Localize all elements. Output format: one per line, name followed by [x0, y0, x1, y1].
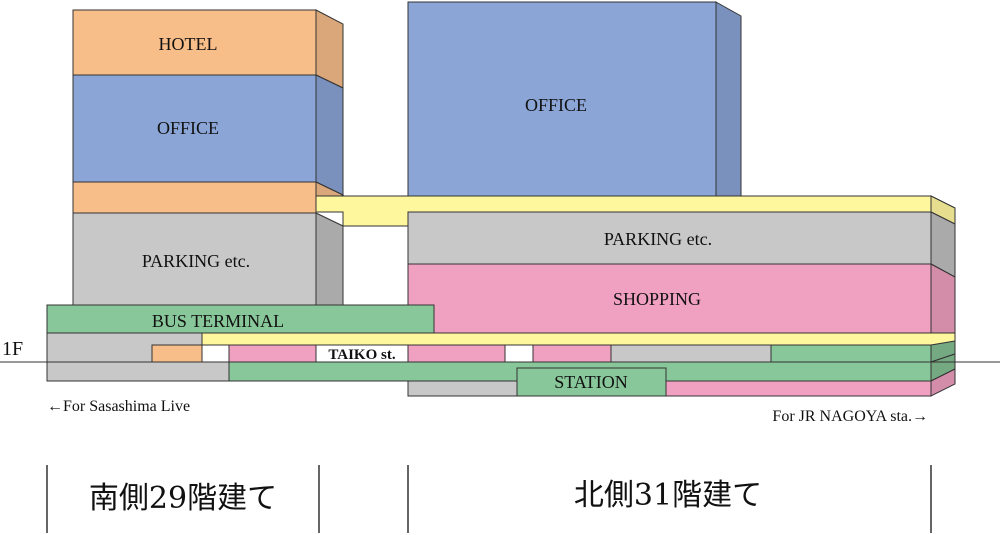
- office-north-side-face: [715, 1, 742, 197]
- office-south-side-face: [315, 74, 344, 196]
- north-tower: OFFICE: [407, 1, 742, 197]
- basement-left-grey: [46, 361, 230, 382]
- basement-grey-north: [407, 380, 518, 397]
- direction-right-label: For JR NAGOYA sta.→: [772, 408, 928, 425]
- bus-terminal: BUS TERMINAL: [46, 304, 435, 334]
- concourse-strip: [201, 332, 956, 346]
- ground-green-block: [770, 344, 932, 363]
- ground-white-gap-2: [504, 344, 534, 363]
- ground-pink-shop-1: [228, 344, 317, 363]
- taiko-st-label: TAIKO st.: [328, 347, 395, 363]
- ground-pink-shop-2: [407, 344, 506, 363]
- ground-level: TAIKO st. STATION: [46, 332, 956, 397]
- parking-north-block: [407, 211, 932, 265]
- ground-white-gap-1: [201, 344, 230, 363]
- office-north-label: OFFICE: [525, 95, 587, 115]
- basement-pink: [665, 380, 932, 397]
- floor-1f-label: 1F: [2, 338, 23, 360]
- ground-pink-shop-3: [532, 344, 612, 363]
- south-tower-caption: 南側29階建て: [89, 481, 277, 516]
- south-tower: HOTEL OFFICE PARKING etc.: [72, 9, 345, 306]
- parking-north-label: PARKING etc.: [604, 229, 712, 249]
- hotel-lower-block: [72, 181, 317, 214]
- station-label: STATION: [554, 372, 628, 392]
- bus-terminal-label: BUS TERMINAL: [152, 311, 284, 331]
- parking-south-label: PARKING etc.: [142, 251, 250, 271]
- shopping-label: SHOPPING: [613, 289, 701, 309]
- basement-pink-side: [930, 368, 956, 397]
- station-block: [516, 367, 667, 397]
- yellow-bridge: [315, 195, 956, 227]
- office-south-block: [72, 74, 317, 183]
- north-podium: PARKING etc. SHOPPING: [407, 211, 956, 334]
- ground-grey-block: [610, 344, 772, 363]
- shopping-block: [407, 263, 932, 334]
- office-north-block: [407, 1, 717, 197]
- hotel-block: [72, 9, 317, 76]
- parking-south-block: [72, 212, 317, 306]
- parking-south-side-face: [315, 212, 344, 306]
- hotel-side-face: [315, 9, 344, 89]
- hotel-label: HOTEL: [159, 34, 218, 54]
- bus-terminal-block: [46, 304, 435, 334]
- north-tower-caption: 北側31階建て: [574, 478, 762, 513]
- direction-left-label: ←For Sasashima Live: [47, 398, 190, 415]
- ground-orange-shop: [151, 344, 203, 363]
- office-south-label: OFFICE: [157, 118, 219, 138]
